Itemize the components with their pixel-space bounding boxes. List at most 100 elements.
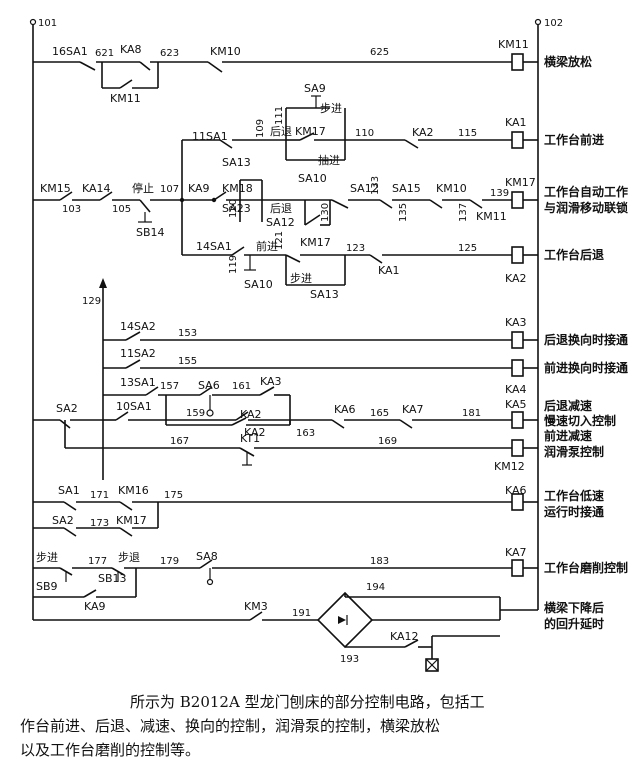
label-ka6-a: KA6 (334, 403, 356, 416)
label-sa2-a: SA2 (56, 402, 78, 415)
label-km11-b: KM11 (476, 210, 507, 223)
label-ka9-b: KA9 (84, 600, 106, 613)
label-km12-coil: KM12 (494, 460, 525, 473)
schematic-svg: 101 102 16SA1 621 KA8 623 KM11 KM10 625 … (29, 18, 628, 672)
wire-161: 161 (232, 381, 251, 392)
func-lowspeed-1: 工作台低速 (544, 488, 604, 503)
label-km18: KM18 (222, 182, 253, 195)
label-sa10-a: SA10 (298, 172, 327, 185)
wire-625: 625 (370, 47, 389, 58)
wire-181: 181 (462, 408, 481, 419)
caption: 所示为 B2012A 型龙门刨床的部分控制电路，包括工 作台前进、后退、减速、换… (20, 690, 620, 762)
label-sb13: SB13 (98, 572, 127, 585)
label-ka12: KA12 (390, 630, 419, 643)
label-kt1: KT1 (240, 432, 260, 445)
label-14sa1: 14SA1 (196, 240, 232, 253)
label-sa1: SA1 (58, 484, 80, 497)
label-km10-b: KM10 (436, 182, 467, 195)
row-ka4 (103, 359, 538, 377)
wire-115: 115 (458, 128, 477, 139)
row-ka12-bridge (32, 591, 538, 672)
label-16sa1: 16SA1 (52, 45, 88, 58)
wire-159: 159 (186, 408, 205, 419)
text-houtui-2: 后退 (270, 202, 292, 215)
wire-110: 110 (355, 128, 374, 139)
label-km17-coil: KM17 (505, 176, 536, 189)
label-sb14: SB14 (136, 226, 165, 239)
label-sa2-b: SA2 (52, 514, 74, 527)
wire-111: 111 (274, 106, 285, 125)
wire-119: 119 (228, 255, 239, 274)
wire-107: 107 (160, 184, 179, 195)
wire-173: 173 (90, 518, 109, 529)
wire-123: 123 (346, 243, 365, 254)
text-bujin-b: 步进 (290, 272, 312, 285)
label-ka2-c: KA2 (244, 426, 266, 439)
func-back-reverse: 后退换向时接通 (544, 332, 628, 347)
label-km17-a: KM17 (295, 125, 326, 138)
label-sa12-a: SA12 (266, 216, 295, 229)
label-ka4-coil: KA4 (505, 383, 527, 396)
label-km3: KM3 (244, 600, 268, 613)
row-main-auto (33, 179, 538, 226)
label-ka1-b: KA1 (378, 264, 400, 277)
wire-183: 183 (370, 556, 389, 567)
terminal-right-label: 102 (544, 18, 563, 29)
func-forward: 工作台前进 (544, 132, 604, 147)
text-bujin-c: 步进 (36, 551, 58, 564)
func-backward: 工作台后退 (544, 247, 604, 262)
wire-165: 165 (370, 408, 389, 419)
label-ka14: KA14 (82, 182, 111, 195)
func-decel-1: 后退减速 (544, 398, 592, 413)
wire-120: 120 (228, 199, 239, 218)
label-ka7-coil: KA7 (505, 546, 527, 559)
func-beam-release: 横梁放松 (544, 54, 592, 69)
wire-623: 623 (160, 48, 179, 59)
label-ka3-b: KA3 (260, 375, 282, 388)
label-km10-top: KM10 (210, 45, 241, 58)
text-tingzhi: 停止 (132, 181, 154, 195)
text-houtui-1: 后退 (270, 125, 292, 138)
wire-137: 137 (458, 203, 469, 222)
row-km12 (65, 439, 538, 466)
wire-133: 133 (370, 176, 381, 195)
label-13sa1: 13SA1 (120, 376, 156, 389)
row-ka7 (32, 559, 538, 598)
label-sa10-b: SA10 (244, 278, 273, 291)
func-lowspeed-2: 运行时接通 (544, 504, 604, 519)
row-beam-release (33, 53, 538, 89)
label-14sa2: 14SA2 (120, 320, 156, 333)
row-ka5 (33, 411, 538, 448)
func-auto-2: 与润滑移动联锁 (544, 200, 628, 215)
label-sa12-b: SA12 (350, 182, 379, 195)
wire-167: 167 (170, 436, 189, 447)
label-sa23: SA23 (222, 202, 251, 215)
wire-177: 177 (88, 556, 107, 567)
wire-121: 121 (274, 231, 285, 250)
wire-153: 153 (178, 328, 197, 339)
wire-103: 103 (62, 204, 81, 215)
func-decel-3: 前进减速 (544, 428, 592, 443)
text-qianjin: 前进 (256, 239, 278, 253)
label-km17-c: KM17 (116, 514, 147, 527)
wire-125: 125 (458, 243, 477, 254)
label-ka8: KA8 (120, 43, 142, 56)
caption-line-3: 以及工作台磨削的控制等。 (20, 741, 201, 759)
label-ka2-coil: KA2 (505, 272, 527, 285)
wire-179: 179 (160, 556, 179, 567)
label-km11-coil: KM11 (498, 38, 529, 51)
label-10sa1: 10SA1 (116, 400, 152, 413)
func-lube: 润滑泵控制 (544, 444, 604, 459)
label-sb9: SB9 (36, 580, 58, 593)
wire-163: 163 (296, 428, 315, 439)
wire-155: 155 (178, 356, 197, 367)
func-beam-delay-2: 的回升延时 (544, 616, 604, 631)
label-sa13-a: SA13 (222, 156, 251, 169)
wire-135: 135 (398, 203, 409, 222)
label-sa9: SA9 (304, 82, 326, 95)
wire-169: 169 (378, 436, 397, 447)
text-choujin: 抽进 (318, 153, 340, 167)
label-ka9-a: KA9 (188, 182, 210, 195)
caption-line-1: 所示为 B2012A 型龙门刨床的部分控制电路，包括工 (130, 693, 485, 711)
